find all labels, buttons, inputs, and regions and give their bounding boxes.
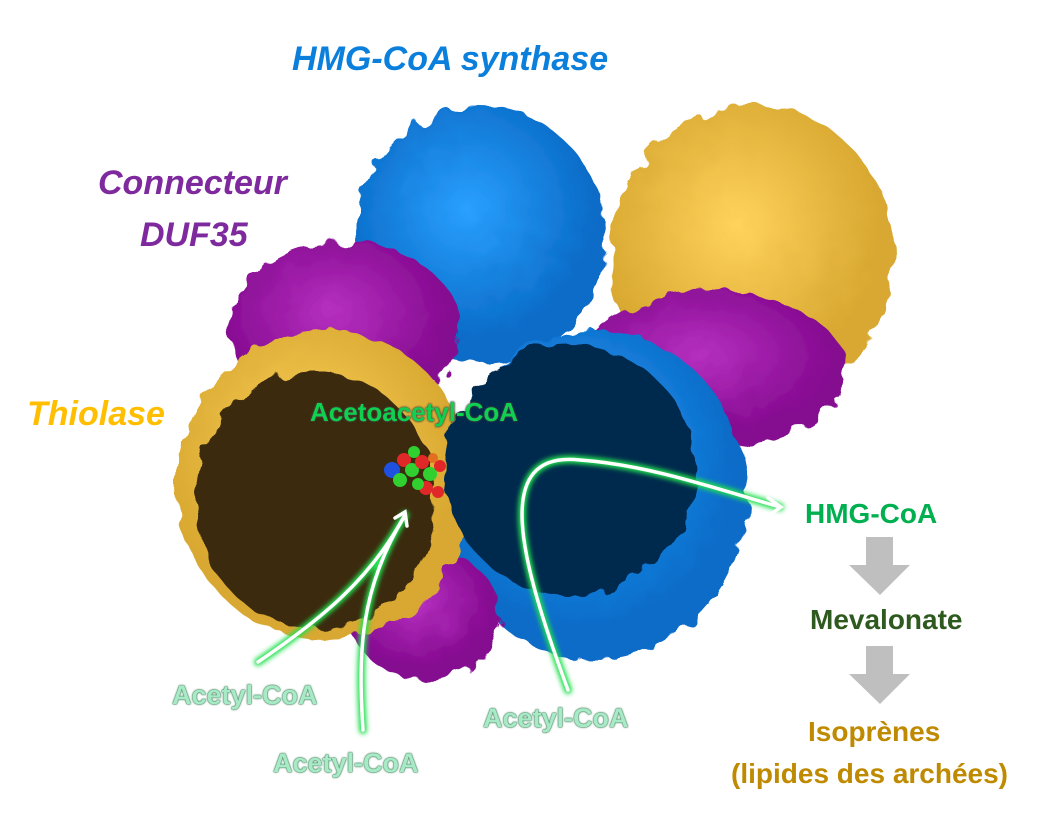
acetyl-label-2: Acetyl-CoA xyxy=(273,748,419,778)
synthase-label: HMG-CoA synthase xyxy=(292,40,609,78)
mevalonate-label: Mevalonate xyxy=(810,604,963,635)
ligand-spheres xyxy=(384,446,446,498)
acetyl-label-1: Acetyl-CoA xyxy=(172,680,318,710)
synthase-section xyxy=(445,345,695,595)
isoprenes-label: Isoprènes xyxy=(808,716,941,747)
flow-arrows xyxy=(254,455,785,734)
hmg-coa-label: HMG-CoA xyxy=(805,498,938,529)
archaeal-lipids-label: (lipides des archées) xyxy=(731,758,1009,789)
connector-label-line1: Connecteur xyxy=(98,164,287,202)
down-arrows xyxy=(849,537,910,704)
connector-label-line2: DUF35 xyxy=(140,216,248,254)
acetoacetyl-label: Acetoacetyl-CoA xyxy=(310,397,519,427)
acetyl-label-3: Acetyl-CoA xyxy=(483,703,629,733)
thiolase-label: Thiolase xyxy=(27,395,165,433)
